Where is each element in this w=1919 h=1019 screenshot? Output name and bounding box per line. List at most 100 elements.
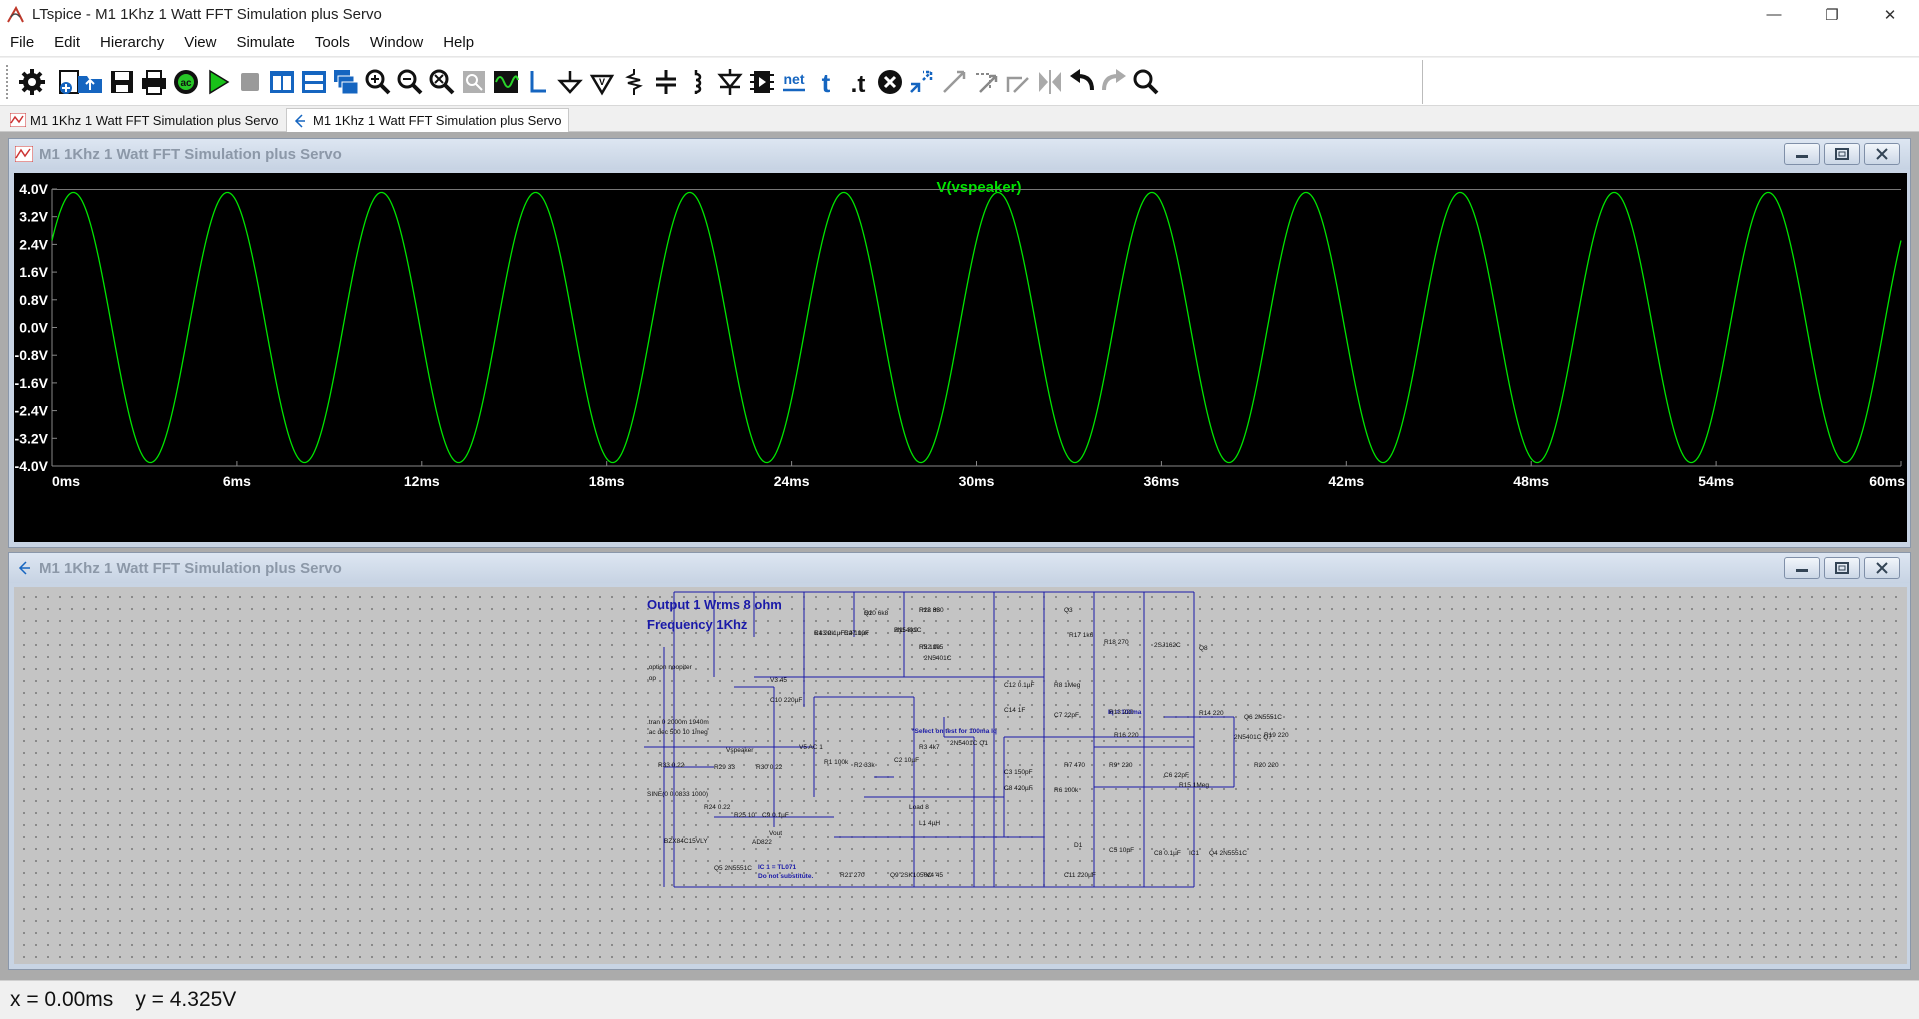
resistor-icon[interactable] (618, 66, 650, 98)
schematic-note[interactable]: *Select on test for 100ma Iq (912, 728, 997, 735)
schematic-note[interactable]: SINE(0 0.0833 1000) (647, 791, 708, 798)
waveform-close-button[interactable] (1864, 143, 1900, 165)
waveform-maximize-button[interactable] (1824, 143, 1860, 165)
cascade-icon[interactable] (330, 66, 362, 98)
schematic-part-label[interactable]: Load 8 (909, 804, 929, 811)
schematic-note[interactable]: Do not substitute. (758, 873, 813, 880)
schematic-part-label[interactable]: R12 33 (919, 607, 940, 614)
ground-icon[interactable] (554, 66, 586, 98)
schematic-note[interactable]: AD822 (752, 839, 772, 846)
schematic-part-label[interactable]: R16 220 (1114, 732, 1139, 739)
menu-file[interactable]: File (10, 33, 35, 51)
schematic-part-label[interactable]: C8 420µF (1004, 785, 1033, 792)
schematic-part-label[interactable]: R33 0.22 (658, 762, 685, 769)
voltage-label-icon[interactable]: V (586, 66, 618, 98)
rotate-icon[interactable] (1002, 66, 1034, 98)
redo-icon[interactable] (1098, 66, 1130, 98)
new-schematic-icon[interactable] (54, 66, 86, 98)
menu-edit[interactable]: Edit (54, 33, 81, 51)
zoom-out-icon[interactable] (394, 66, 426, 98)
schematic-part-label[interactable]: 2N5401C (894, 627, 922, 634)
schematic-part-label[interactable]: R7 470 (1064, 762, 1085, 769)
trace-vspeaker[interactable] (51, 191, 1902, 464)
delete-icon[interactable] (874, 66, 906, 98)
schematic-part-label[interactable]: R25 10 (734, 812, 755, 819)
schematic-part-label[interactable]: L1 4µH (919, 820, 940, 827)
schematic-maximize-button[interactable] (1824, 557, 1860, 579)
schematic-part-label[interactable]: R3 4k7 (919, 744, 940, 751)
schematic-part-label[interactable]: 2SJ162C (1154, 642, 1181, 649)
schematic-part-label[interactable]: R28 680 (919, 607, 944, 614)
schematic-part-label[interactable]: C7 22pF (1054, 712, 1079, 719)
schematic-note[interactable]: .tran 0 2000m 1940m (647, 719, 709, 726)
move-icon[interactable] (938, 66, 970, 98)
schematic-part-label[interactable]: R15 1Meg (1179, 782, 1209, 789)
tile-vertical-icon[interactable] (266, 66, 298, 98)
minimize-button[interactable]: — (1766, 6, 1782, 23)
duplicate-icon[interactable] (906, 66, 938, 98)
schematic-note[interactable]: .op (647, 675, 656, 682)
schematic-part-label[interactable]: R20 220 (1254, 762, 1279, 769)
menu-tools[interactable]: Tools (314, 33, 350, 51)
open-icon[interactable] (74, 66, 106, 98)
schematic-part-label[interactable]: Vspeaker (726, 747, 754, 754)
schematic-part-label[interactable]: R9* 220 (1109, 762, 1133, 769)
diode-icon[interactable] (714, 66, 746, 98)
schematic-note[interactable]: Iq = 100ma (1108, 709, 1142, 716)
schematic-part-label[interactable]: Q2 (864, 610, 873, 617)
tile-horizontal-icon[interactable] (298, 66, 330, 98)
menu-view[interactable]: View (184, 33, 217, 51)
spice-directive-icon[interactable]: .t (842, 66, 874, 98)
schematic-part-label[interactable]: R6 100k (1054, 787, 1079, 794)
inductor-icon[interactable] (682, 66, 714, 98)
schematic-drawing[interactable]: Output 1 Wrms 8 ohm Frequency 1Khz .opti… (14, 587, 1907, 964)
zoom-in-icon[interactable] (362, 66, 394, 98)
menu-help[interactable]: Help (443, 33, 475, 51)
schematic-part-label[interactable]: C13 0.1µF (814, 630, 845, 637)
ac-icon[interactable]: ac (170, 66, 202, 98)
schematic-part-label[interactable]: C12 0.1µF (1004, 682, 1035, 689)
schematic-part-label[interactable]: R27 10k (844, 630, 869, 637)
tab-schematic[interactable]: M1 1Khz 1 Watt FFT Simulation plus Servo (286, 108, 569, 132)
schematic-window-titlebar[interactable]: M1 1Khz 1 Watt FFT Simulation plus Servo (9, 553, 1910, 583)
schematic-part-label[interactable]: R24 0.22 (704, 804, 731, 811)
text-icon[interactable]: t (810, 66, 842, 98)
halt-icon[interactable] (234, 66, 266, 98)
component-icon[interactable] (746, 66, 778, 98)
schematic-part-label[interactable]: C3 150pF (1004, 769, 1033, 776)
schematic-part-label[interactable]: R13 220 (1109, 709, 1134, 716)
schematic-part-label[interactable]: R21 270 (840, 872, 865, 879)
schematic-part-label[interactable]: V3 45 (770, 677, 787, 684)
schematic-part-label[interactable]: V4 45 (926, 872, 943, 879)
schematic-part-label[interactable]: R18 270 (1104, 639, 1129, 646)
save-icon[interactable] (106, 66, 138, 98)
schematic-part-label[interactable]: Q8 (1199, 645, 1208, 652)
restore-button[interactable]: ❐ (1825, 6, 1839, 24)
schematic-part-label[interactable]: C8 0.1µF (1154, 850, 1181, 857)
capacitor-icon[interactable] (650, 66, 682, 98)
schematic-note[interactable]: .option noopiter (647, 664, 693, 671)
schematic-part-label[interactable]: R22 1k5 (919, 644, 944, 651)
schematic-minimize-button[interactable] (1784, 557, 1820, 579)
waveform-minimize-button[interactable] (1784, 143, 1820, 165)
zoom-back-icon[interactable] (458, 66, 490, 98)
schematic-part-label[interactable]: C2 10µF (894, 757, 919, 764)
schematic-part-label[interactable]: R4 22k (814, 630, 835, 637)
schematic-part-label[interactable]: 2N5401C Q7 (1234, 734, 1272, 741)
schematic-part-label[interactable]: 2N5401C Q1 (950, 740, 988, 747)
schematic-canvas[interactable]: Output 1 Wrms 8 ohm Frequency 1Khz .opti… (14, 587, 1907, 964)
schematic-note[interactable]: BZX84C15VLY (664, 838, 708, 845)
waveform-icon[interactable] (490, 66, 522, 98)
tab-waveform[interactable]: M1 1Khz 1 Watt FFT Simulation plus Servo (4, 108, 285, 132)
schematic-part-label[interactable]: R8 1Meg (1054, 682, 1081, 689)
schematic-part-label[interactable]: Q3 (1064, 607, 1073, 614)
schematic-part-label[interactable]: D1 (1074, 842, 1083, 849)
schematic-part-label[interactable]: Q6 2N5551C (1244, 714, 1282, 721)
schematic-note[interactable]: .ac dec 500 10 1meg (647, 729, 708, 736)
menu-simulate[interactable]: Simulate (236, 33, 295, 51)
schematic-part-label[interactable]: R1 100k (824, 759, 849, 766)
schematic-part-label[interactable]: 2N5401C (924, 655, 952, 662)
drag-icon[interactable] (970, 66, 1002, 98)
schematic-part-label[interactable]: C4 10µF (844, 630, 869, 637)
